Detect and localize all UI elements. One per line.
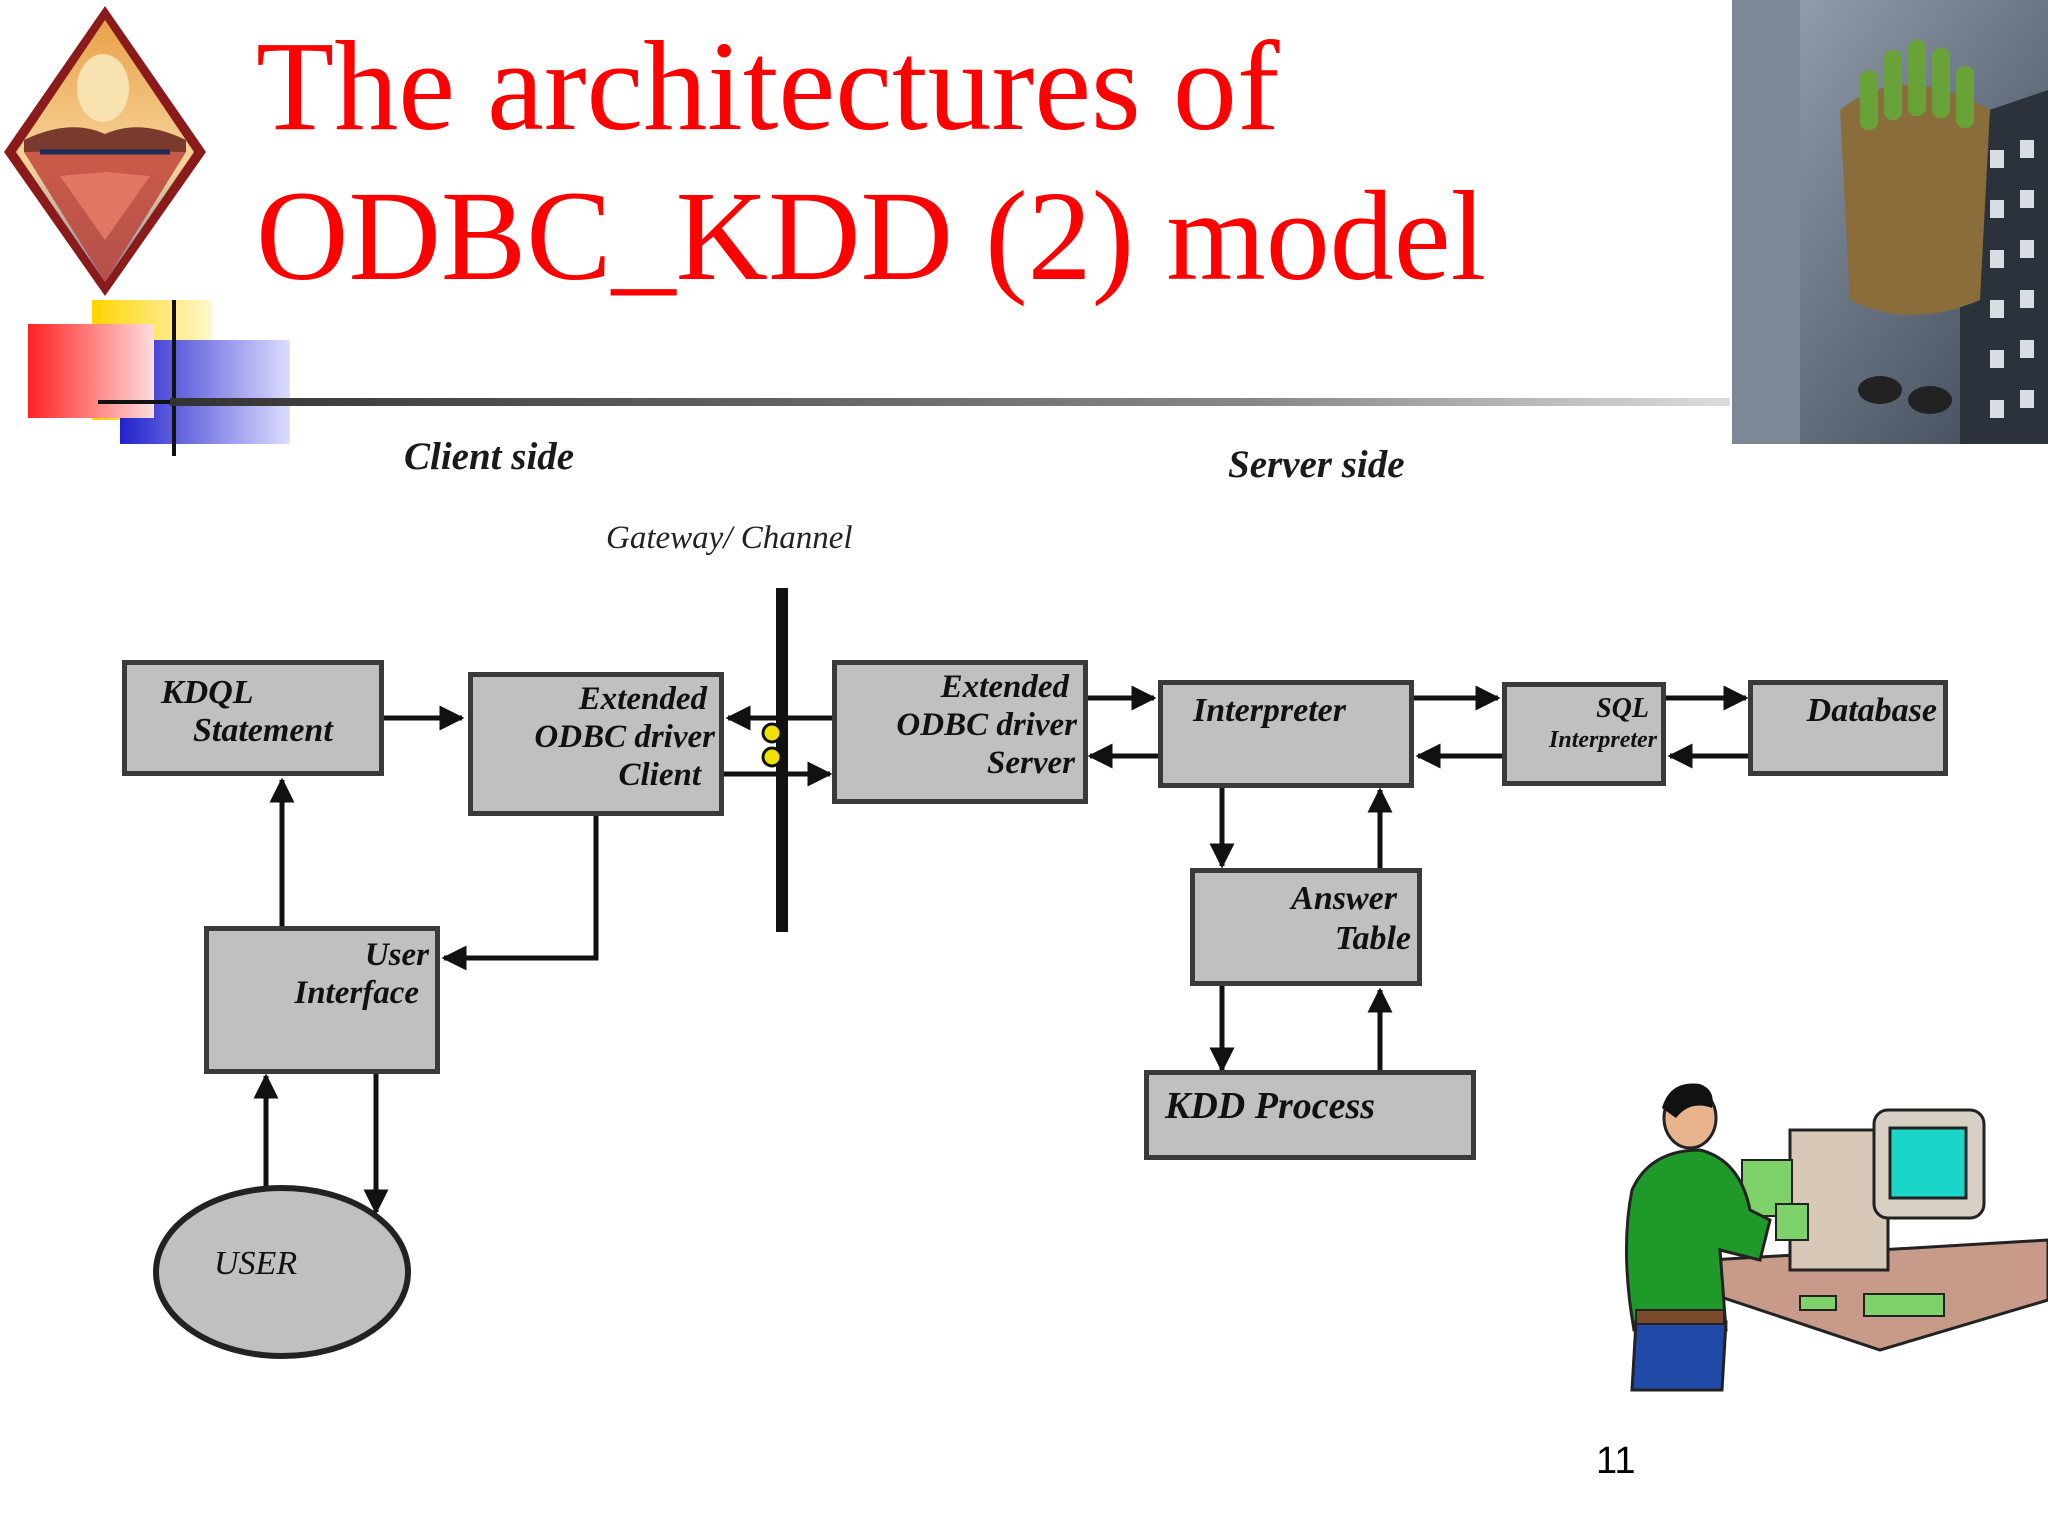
- node-kdql-statement: KDQL Statement: [122, 660, 384, 776]
- node-label: Server: [987, 745, 1075, 781]
- diagram-connectors: [253, 685, 1750, 1215]
- node-label: ODBC driver: [534, 719, 715, 755]
- node-label: KDD Process: [1165, 1085, 1376, 1127]
- node-label: Interpreter: [1193, 692, 1346, 729]
- node-label: KDQL: [161, 674, 254, 711]
- title-rule: [170, 398, 1730, 406]
- diamond-sunset-logo-icon: [4, 6, 206, 296]
- server-side-label: Server side: [1228, 443, 1405, 486]
- node-label: Client: [618, 757, 701, 793]
- node-sql-interpreter: SQL Interpreter: [1502, 682, 1666, 786]
- gateway-node-top: [761, 722, 783, 744]
- node-answer-table: Answer Table: [1190, 868, 1422, 986]
- node-label: ODBC driver: [896, 707, 1077, 743]
- city-skyline-photo-icon: [1732, 0, 2048, 444]
- node-label: SQL: [1596, 693, 1649, 724]
- node-database: Database: [1748, 680, 1948, 776]
- node-label: Table: [1334, 920, 1411, 957]
- page-number: 11: [1596, 1440, 1636, 1482]
- node-user-label: USER: [214, 1245, 298, 1282]
- gateway-channel-label: Gateway/ Channel: [606, 520, 853, 556]
- node-label: Statement: [193, 712, 333, 749]
- client-side-label: Client side: [404, 435, 575, 478]
- node-label: Extended: [940, 669, 1069, 705]
- slide-title-line-1: The architectures of: [256, 15, 1280, 157]
- node-interpreter: Interpreter: [1158, 680, 1414, 788]
- node-user-interface: User Interface: [204, 926, 440, 1074]
- node-kdd-process: KDD Process: [1144, 1070, 1476, 1160]
- slide-title-line-2: ODBC_KDD (2) model: [256, 165, 1487, 307]
- node-odbc-driver-server: Extended ODBC driver Server: [832, 660, 1088, 804]
- node-label: Interface: [294, 975, 419, 1011]
- node-label: Extended: [578, 681, 707, 717]
- node-label: Answer: [1291, 880, 1397, 917]
- node-odbc-driver-client: Extended ODBC driver Client: [468, 672, 724, 816]
- color-squares-accent-icon: [28, 300, 300, 456]
- gateway-node-bottom: [761, 746, 783, 768]
- user-ellipse: [153, 1185, 411, 1359]
- arrow-odbc-client-to-user-interface: [441, 812, 599, 971]
- node-label: Interpreter: [1549, 727, 1657, 753]
- node-label: User: [364, 937, 429, 973]
- node-label: Database: [1806, 692, 1937, 729]
- person-at-computer-icon: [1625, 1083, 2048, 1392]
